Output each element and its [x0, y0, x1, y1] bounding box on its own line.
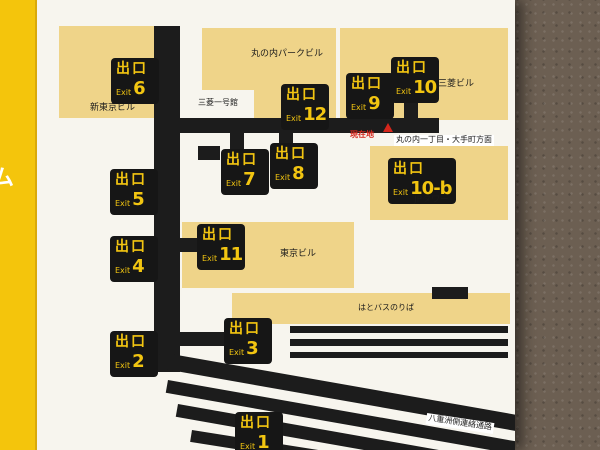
label-jp-tower: JPタワー: [414, 195, 450, 205]
label-mitsubishi-ichigokan: 三菱一号館: [198, 98, 238, 107]
exit-number: 7: [243, 169, 255, 190]
yellow-side-strip: ム: [0, 0, 37, 450]
exit-en: Exit: [396, 87, 412, 96]
current-location-marker-icon: [383, 123, 393, 132]
exit-number: 10: [413, 77, 437, 98]
label-current-location: 現在地: [350, 130, 374, 139]
exit-kanji: 出口: [396, 60, 428, 76]
label-hato-bus-boarding: はとバスのりば: [358, 303, 414, 312]
exit-en: Exit: [115, 199, 131, 208]
exit-kanji: 出口: [275, 146, 307, 162]
exit-en: Exit: [393, 188, 409, 197]
exit-number: 9: [368, 93, 380, 114]
corridor-stub-exit10: [404, 98, 418, 120]
exit-kanji: 出口: [115, 334, 147, 350]
exit-kanji: 出口: [226, 152, 258, 168]
exit-en: Exit: [202, 254, 218, 263]
exit-kanji: 出口: [115, 239, 147, 255]
exit-kanji: 出口: [202, 227, 234, 243]
exit-kanji: 出口: [116, 61, 148, 77]
bus-bay-stripes: [290, 326, 508, 358]
corridor-stub-exit3: [180, 332, 226, 346]
exit-kanji: 出口: [351, 76, 383, 92]
label-tokyo-building: 東京ビル: [280, 249, 317, 259]
exit-number: 8: [292, 163, 304, 184]
exit-kanji: 出口: [240, 415, 272, 431]
exit-en: Exit: [226, 179, 242, 188]
label-mitsubishi-building: 三菱ビル: [438, 79, 475, 89]
station-exit-map-panel: 新東京ビル 丸の内パークビル 三菱一号館 三菱ビル JPタワー 東京ビル はとバ…: [37, 0, 515, 450]
exit-number: 4: [132, 256, 144, 277]
exit-en: Exit: [240, 442, 256, 450]
exit-en: Exit: [115, 266, 131, 275]
label-marunouchi-park-building: 丸の内パークビル: [250, 49, 323, 59]
building-marunouchi-park: [202, 28, 336, 90]
exit-number: 3: [246, 338, 258, 359]
corridor-stub-exit8: [279, 131, 293, 145]
exit-en: Exit: [116, 88, 132, 97]
exit-en: Exit: [229, 348, 245, 357]
label-direction-sign: 丸の内一丁目・大手町方面: [394, 135, 494, 146]
exit-number: 11: [219, 244, 243, 265]
exit-en: Exit: [115, 361, 131, 370]
exit-kanji: 出口: [286, 87, 318, 103]
side-strip-text: ム: [0, 166, 15, 191]
exit-number: 1: [257, 432, 269, 450]
exit-kanji: 出口: [229, 321, 261, 337]
label-shin-tokyo-building: 新東京ビル: [90, 103, 136, 113]
exit-en: Exit: [351, 103, 367, 112]
exit-kanji: 出口: [115, 172, 147, 188]
exit-number: 2: [132, 351, 144, 372]
exit-number: 5: [132, 189, 144, 210]
corridor-stub-exit11: [180, 238, 198, 252]
corridor-connector-exit7: [198, 146, 220, 160]
bus-area-block: [432, 287, 468, 299]
exit-en: Exit: [275, 173, 291, 182]
exit-kanji: 出口: [393, 161, 425, 177]
exit-number: 12: [303, 104, 327, 125]
exit-en: Exit: [286, 114, 302, 123]
exit-number: 6: [133, 78, 145, 99]
corridor-stub-exit7: [230, 133, 244, 151]
exit-number: 10-b: [410, 178, 452, 199]
